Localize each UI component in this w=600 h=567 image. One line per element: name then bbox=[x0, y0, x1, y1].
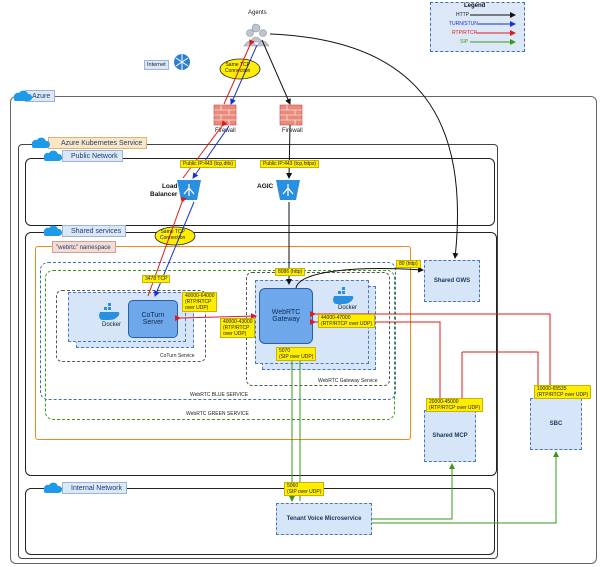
sbc[interactable]: SBC bbox=[530, 398, 582, 450]
legend-title: Legend bbox=[464, 3, 486, 9]
internet-label: Internet bbox=[144, 60, 169, 70]
docker-gateway-label: Docker bbox=[338, 305, 358, 311]
port-public-ip-lb: Public IP:443 (tcp,dtls) bbox=[180, 160, 237, 168]
same-tcp-ellipse-top bbox=[219, 58, 261, 80]
port-tvm-sip-5060: 5060 (SIP over UDP) bbox=[284, 482, 325, 496]
shared-gws[interactable]: Shared GWS bbox=[424, 260, 480, 302]
internet-globe-icon bbox=[174, 54, 190, 70]
firewall-icon bbox=[213, 104, 303, 126]
docker-icon bbox=[99, 287, 354, 320]
legend-rtp: RTP/RTCP bbox=[452, 30, 477, 36]
load-balancer-label: Load Balancer bbox=[150, 183, 178, 198]
blue-service-label: WebRTC BLUE SERVICE bbox=[190, 392, 249, 398]
legend-turn: TURN/STUN bbox=[449, 21, 478, 27]
docker-coturn-label: Docker bbox=[102, 322, 122, 328]
port-turn-3478: 3478 TCP bbox=[142, 275, 171, 283]
public-network-tab: Public Network bbox=[62, 150, 123, 162]
agents-label: Agents bbox=[248, 10, 267, 16]
shared-services-tab: Shared services bbox=[62, 225, 127, 237]
port-gws-http-80: 80 (http) bbox=[396, 260, 421, 268]
coturn-service-label: CoTurn Service bbox=[160, 353, 195, 359]
azure-region bbox=[10, 96, 597, 564]
firewall-right-label: Firewall bbox=[282, 128, 303, 134]
same-tcp-ellipse-bottom bbox=[154, 226, 196, 246]
webrtc-namespace-tab: "webrtc" namespace bbox=[52, 241, 116, 253]
tenant-voice-microservice[interactable]: Tenant Voice Microservice bbox=[276, 503, 372, 535]
coturn-service-region bbox=[56, 290, 206, 362]
coturn-server[interactable]: CoTurn Server bbox=[128, 300, 178, 338]
same-tcp-label-bottom: Same TCP Connection bbox=[160, 229, 186, 241]
legend-http: HTTP bbox=[456, 12, 470, 18]
port-gateway-http-8086: 8086 (http) bbox=[275, 268, 306, 276]
load-balancer-icon bbox=[177, 180, 201, 200]
port-gateway-right-range: 44000-47000 (RTP/RTCP over UDP) bbox=[318, 314, 376, 328]
port-coturn-range: 40000-64000 (RTP/RTCP over UDP) bbox=[182, 292, 218, 312]
agic-label: AGIC bbox=[257, 183, 274, 190]
port-mcp-range: 20000-45000 (RTP/RTCP over UDP) bbox=[426, 398, 484, 412]
port-sbc-range: 10000-65535 (RTP/RTCP over UDP) bbox=[534, 385, 592, 399]
public-network-region bbox=[25, 158, 495, 226]
cloud-icon bbox=[13, 90, 63, 493]
agic-icon bbox=[276, 180, 300, 200]
shared-mcp[interactable]: Shared MCP bbox=[424, 410, 476, 462]
port-public-ip-agic: Public IP:443 (tcp,https) bbox=[260, 160, 320, 168]
internal-network-region bbox=[25, 488, 495, 555]
port-gateway-left-range: 40000-43000 (RTP/RTCP over UDP) bbox=[220, 318, 256, 338]
legend-box bbox=[430, 2, 525, 52]
green-service-label: WebRTC GREEN SERVICE bbox=[186, 411, 249, 417]
same-tcp-label-top: Same TCP Connection bbox=[225, 62, 251, 74]
internal-network-tab: Internal Network bbox=[62, 482, 127, 494]
port-gateway-sip-5070: 5070 (SIP over UDP) bbox=[276, 347, 317, 361]
webrtc-gateway[interactable]: WebRTC Gateway bbox=[259, 288, 313, 344]
legend-sip: SIP bbox=[460, 39, 469, 45]
agents-icon bbox=[243, 23, 270, 47]
